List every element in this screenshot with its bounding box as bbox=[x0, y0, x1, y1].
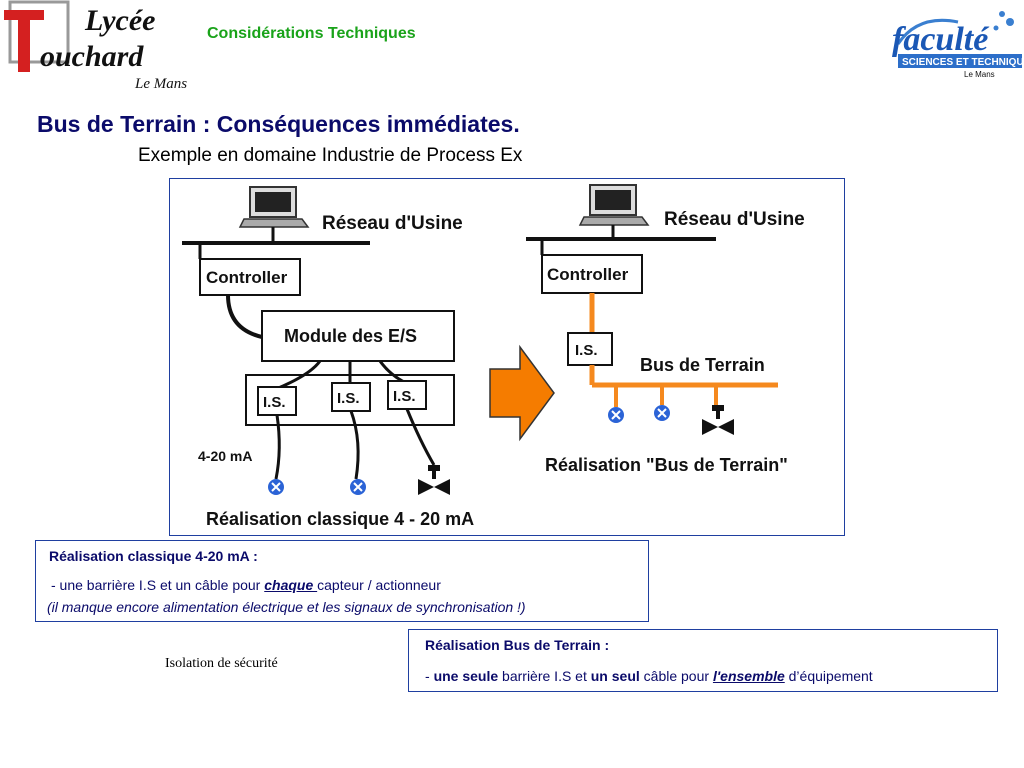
left-sensor-icon-1 bbox=[267, 478, 285, 496]
faculte-sciences-logo: faculté SCIENCES ET TECHNIQUES Le Mans bbox=[878, 4, 1024, 94]
logo-line1: Lycée bbox=[84, 4, 155, 37]
left-is-label-2: I.S. bbox=[337, 390, 360, 407]
left-sensor-icon-2 bbox=[349, 478, 367, 496]
left-is-label-3: I.S. bbox=[393, 388, 416, 405]
note-bus-p2: barrière I.S et bbox=[498, 668, 591, 684]
logo-right-line2: SCIENCES ET TECHNIQUES bbox=[902, 57, 1024, 68]
right-bus-label: Bus de Terrain bbox=[640, 355, 765, 375]
right-network-label: Réseau d'Usine bbox=[664, 209, 805, 230]
note-bus-p1: - bbox=[425, 668, 434, 684]
right-caption: Réalisation "Bus de Terrain" bbox=[545, 455, 788, 475]
note-bus-p4: d’équipement bbox=[784, 668, 873, 684]
note-bus-box: Réalisation Bus de Terrain : - une seule… bbox=[408, 629, 998, 692]
lycee-touchard-logo: Lycée ouchard Le Mans bbox=[0, 0, 215, 100]
left-classic-scheme: Réseau d'Usine Controller Module des E/S… bbox=[182, 186, 474, 529]
left-valve-icon bbox=[418, 465, 450, 495]
note-bus-b1: une seule bbox=[433, 668, 499, 684]
note-classic-italic: (il manque encore alimentation électriqu… bbox=[47, 599, 526, 615]
logo-line2: ouchard bbox=[40, 40, 144, 73]
left-is-label-1: I.S. bbox=[263, 394, 286, 411]
note-classic-suffix: capteur / actionneur bbox=[317, 577, 441, 593]
right-controller-box bbox=[541, 254, 643, 294]
right-is-label: I.S. bbox=[575, 342, 598, 359]
right-network-computer-icon bbox=[579, 184, 649, 226]
left-signal-label: 4-20 mA bbox=[198, 448, 252, 464]
left-is-barrier-3 bbox=[387, 380, 427, 410]
isolation-caption: Isolation de sécurité bbox=[165, 656, 278, 671]
logo-right-line3: Le Mans bbox=[964, 70, 995, 79]
right-sensor-icon-2 bbox=[653, 404, 671, 422]
fieldbus-diagram: Réseau d'Usine Controller Module des E/S… bbox=[169, 178, 845, 536]
logo-right-line1: faculté bbox=[892, 21, 990, 58]
logo-line3: Le Mans bbox=[134, 76, 187, 92]
slide-title: Bus de Terrain : Conséquences immédiates… bbox=[37, 111, 520, 137]
left-caption: Réalisation classique 4 - 20 mA bbox=[206, 509, 474, 529]
left-controller-box bbox=[199, 258, 301, 296]
note-classic-line: - une barrière I.S et un câble pour chaq… bbox=[51, 577, 441, 593]
left-network-label: Réseau d'Usine bbox=[322, 213, 463, 234]
left-io-module-box bbox=[261, 310, 455, 362]
note-bus-line: - une seule barrière I.S et un seul câbl… bbox=[425, 668, 873, 684]
note-classic-prefix: - une barrière I.S et un câble pour bbox=[51, 577, 265, 593]
transition-arrow-icon bbox=[489, 344, 555, 442]
right-controller-label: Controller bbox=[547, 265, 629, 284]
slide-subtitle: Exemple en domaine Industrie de Process … bbox=[138, 145, 523, 166]
right-sensor-icon-1 bbox=[607, 406, 625, 424]
left-network-computer-icon bbox=[239, 186, 309, 228]
left-module-label: Module des E/S bbox=[284, 326, 417, 346]
right-fieldbus-scheme: Réseau d'Usine Controller I.S. Bus de Te… bbox=[526, 184, 805, 475]
right-valve-icon bbox=[702, 405, 734, 435]
note-classic-box: Réalisation classique 4-20 mA : - une ba… bbox=[35, 540, 649, 622]
note-bus-b3: l'ensemble bbox=[712, 668, 785, 684]
note-classic-emphasis: chaque bbox=[264, 577, 318, 593]
header-title: Considérations Techniques bbox=[207, 25, 416, 42]
note-bus-b2: un seul bbox=[590, 668, 640, 684]
note-bus-p3: câble pour bbox=[639, 668, 713, 684]
note-classic-heading: Réalisation classique 4-20 mA : bbox=[49, 548, 258, 564]
left-controller-label: Controller bbox=[206, 268, 288, 287]
note-bus-heading: Réalisation Bus de Terrain : bbox=[425, 637, 610, 653]
